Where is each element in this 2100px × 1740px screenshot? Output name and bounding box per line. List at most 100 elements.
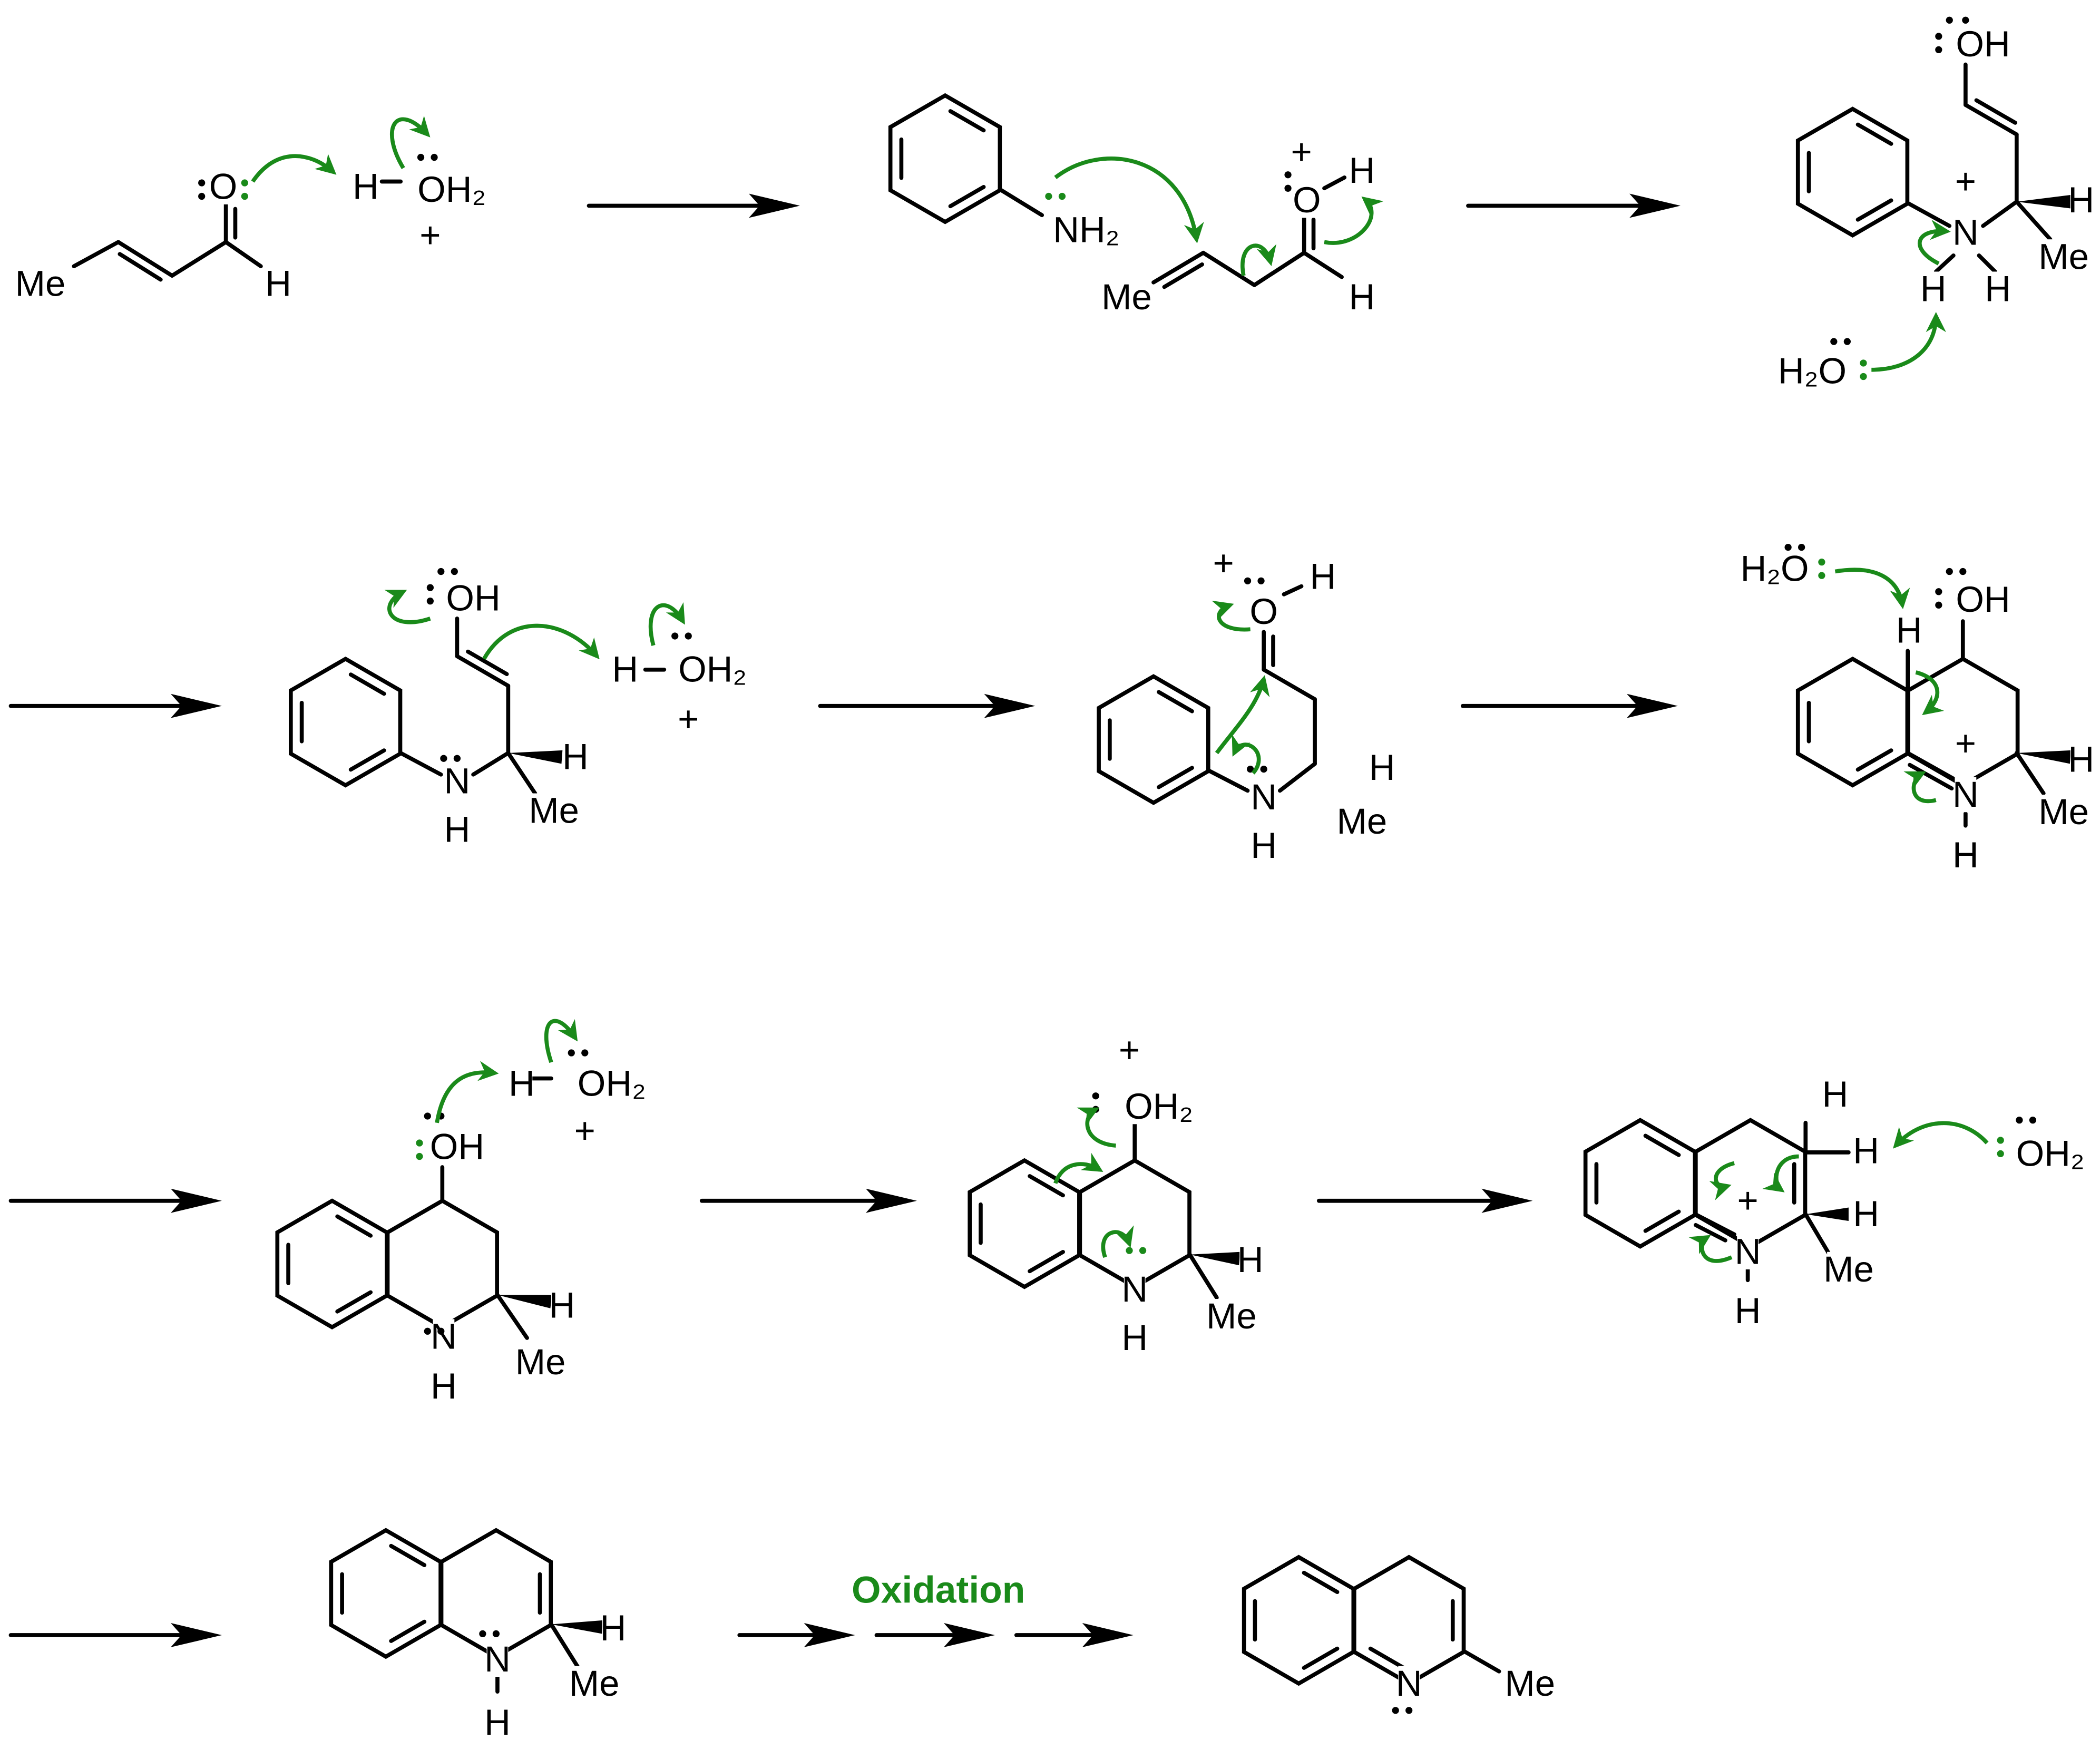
atom-label: H [1121, 1317, 1148, 1358]
bond [1462, 1649, 1501, 1674]
electron-pushing-arrow [1077, 1107, 1116, 1148]
ring-double-bond [348, 672, 386, 696]
ring [888, 93, 1002, 224]
electron-pushing-arrow [482, 623, 600, 660]
ring-double-bond [335, 1290, 373, 1314]
electron-pushing-arrow [1212, 600, 1251, 632]
bond [455, 654, 511, 688]
ring-double-bond [1855, 122, 1893, 146]
reaction-arrow [699, 1188, 917, 1213]
bond [116, 240, 174, 278]
bond [2014, 199, 2053, 242]
lone-pair-dot [431, 153, 438, 161]
bond [471, 751, 511, 777]
ring-double-bond [1368, 1646, 1406, 1670]
atom-label: H₂O [1778, 350, 1847, 391]
ring [385, 1198, 500, 1330]
charge-label: + [1291, 131, 1312, 172]
atom-label: OH [446, 578, 500, 619]
atom-label: H [1853, 1130, 1879, 1171]
lone-pair-dot [1962, 16, 1969, 24]
wedge-bond [2016, 195, 2070, 209]
wedge-bond [497, 1295, 552, 1308]
bond [1964, 103, 2019, 137]
atom-label: H [484, 1702, 511, 1740]
atom-label: Me [15, 263, 66, 304]
double-bond [1162, 262, 1204, 289]
electron-pushing-arrow [435, 1061, 499, 1123]
ring-double-bond [1157, 766, 1194, 789]
atom-label: OH₂ [578, 1063, 646, 1104]
electron-pushing-arrow [1834, 568, 1910, 609]
lone-pair-dot [1818, 572, 1825, 579]
ring-double-bond [389, 1619, 427, 1643]
atom-label: N [1952, 212, 1979, 252]
atom-label: Me [569, 1663, 620, 1704]
atom-label: H [265, 263, 291, 304]
atom-label: N [1735, 1231, 1761, 1272]
atom-label: H [1349, 150, 1375, 191]
charge-label: + [1119, 1030, 1140, 1070]
double-bond [1908, 763, 1954, 791]
lone-pair-dot [426, 598, 434, 605]
atom-label: H [2068, 739, 2094, 780]
atom-label: Me [1505, 1663, 1555, 1704]
atom-label: Me [2038, 791, 2089, 832]
lone-pair-dot [416, 1139, 423, 1147]
lone-pair-dot [1784, 543, 1792, 551]
lone-pair-dot [2016, 1116, 2023, 1124]
bond [1981, 199, 2019, 228]
ring [968, 1158, 1081, 1289]
electron-pushing-arrow [1054, 157, 1204, 243]
electron-pushing-arrow [1688, 1235, 1733, 1263]
atom-label: OH [1956, 579, 2010, 620]
ring-double-bond [1643, 1133, 1681, 1157]
ring-double-bond [1028, 1174, 1065, 1198]
atom-label: H [1920, 269, 1947, 309]
lone-pair-dot [1946, 568, 1953, 575]
atom-label: H [1310, 556, 1336, 597]
atom-label: H [431, 1366, 457, 1406]
ring-double-bond [1855, 198, 1893, 222]
atom-label: H [1349, 277, 1375, 317]
atom-label: Me [515, 1342, 566, 1382]
charge-label: + [419, 215, 441, 256]
lone-pair-dot [440, 755, 447, 762]
electron-pushing-arrow [1893, 1121, 1989, 1149]
lone-pair-dot [453, 755, 461, 762]
bond [506, 751, 538, 796]
atom-label: H [509, 1063, 535, 1104]
atom-label: N [1251, 777, 1277, 817]
oxidation-condition-label: Oxidation [852, 1569, 1025, 1611]
reaction-arrow [8, 693, 222, 718]
atom-label: H [1822, 1074, 1849, 1115]
wedge-bond [1189, 1252, 1241, 1266]
ring-double-bond [1302, 1570, 1340, 1594]
atom-label: H [2068, 180, 2094, 220]
bond [1906, 751, 1965, 786]
ring [439, 1528, 553, 1659]
atom-label: H [549, 1285, 575, 1326]
electron-pushing-arrow [649, 602, 685, 646]
atom-label: H [1237, 1239, 1264, 1280]
lone-pair-dot [424, 1327, 431, 1335]
atom-label: H₂O [1741, 548, 1809, 589]
double-bond [466, 649, 509, 677]
electron-pushing-arrow [544, 1019, 578, 1063]
lone-pair-dot [1935, 46, 1942, 54]
lone-pair-dot [1058, 192, 1066, 200]
bond [1252, 250, 1306, 287]
wedge-bond [551, 1620, 603, 1634]
reaction-arrow [587, 193, 800, 218]
atom-label: NH₂ [1053, 209, 1119, 250]
ring-double-bond [335, 1214, 373, 1238]
charge-label: + [1955, 723, 1976, 764]
ring [288, 656, 403, 788]
ring [1795, 656, 1910, 788]
atom-label: Me [1206, 1296, 1257, 1336]
